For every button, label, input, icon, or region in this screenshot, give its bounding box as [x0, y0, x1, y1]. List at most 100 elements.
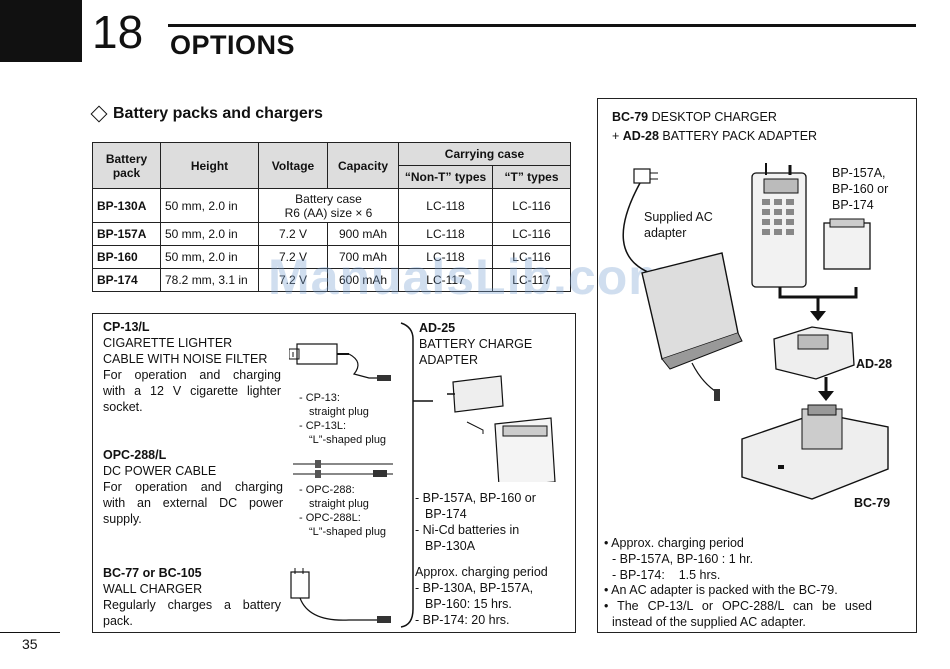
cell-battery-case-1: Battery case — [295, 191, 362, 206]
cp13-sub1: CIGARETTE LIGHTER — [103, 336, 233, 350]
chapter-title: OPTIONS — [170, 30, 296, 60]
ad28-heading-rest: BATTERY PACK ADAPTER — [658, 129, 818, 143]
th-pack: Battery pack — [92, 142, 161, 189]
cell-height: 50 mm, 2.0 in — [160, 245, 259, 269]
opc-note2: straight plug — [309, 498, 369, 510]
bullet-cp13-alt-2: instead of the supplied AC adapter. — [612, 615, 806, 629]
opc-desc2: with an external DC power — [103, 496, 283, 510]
bc77-desc2: pack. — [103, 614, 133, 628]
ad25-list3: - Ni-Cd batteries in — [415, 523, 520, 537]
opc-note1: - OPC-288: — [299, 484, 355, 496]
th-capacity: Capacity — [327, 142, 399, 189]
opc-desc3: supply. — [103, 512, 142, 526]
cell-height: 50 mm, 2.0 in — [160, 188, 259, 223]
bc77-title: BC-77 or BC-105 — [103, 566, 202, 580]
th-voltage: Voltage — [258, 142, 328, 189]
cell-t: LC-116 — [492, 245, 571, 269]
bullet-ac-adapter: • An AC adapter is packed with the BC-79… — [604, 583, 838, 597]
cell-t: LC-117 — [492, 268, 571, 292]
cell-capacity: 900 mAh — [327, 222, 399, 246]
supplied-adapter-label-2: adapter — [644, 226, 687, 240]
accessories-panel: CP-13/L CIGARETTE LIGHTER CABLE WITH NOI… — [92, 313, 576, 633]
cell-capacity: 600 mAh — [327, 268, 399, 292]
cp13-note4: “L”-shaped plug — [309, 434, 387, 446]
supplied-adapter-label-1: Supplied AC — [644, 210, 713, 224]
cell-capacity: 700 mAh — [327, 245, 399, 269]
cell-voltage: 7.2 V — [258, 268, 328, 292]
packs-label-2: BP-160 or — [832, 182, 889, 196]
diamond-icon — [90, 105, 108, 123]
cp13-note2: straight plug — [309, 406, 369, 418]
ad28-heading-model: AD-28 — [622, 129, 659, 143]
wall-charger-illustration — [290, 568, 391, 623]
bc77-sub: WALL CHARGER — [103, 582, 203, 596]
chapter-number: 18 — [92, 6, 144, 58]
th-height: Height — [160, 142, 259, 189]
ad25-sub2: ADAPTER — [419, 353, 479, 367]
table-row: BP-160 50 mm, 2.0 in 7.2 V 700 mAh LC-11… — [92, 245, 571, 269]
page-number-rule — [0, 632, 60, 633]
table-row: BP-130A 50 mm, 2.0 in Battery case R6 (A… — [92, 188, 571, 223]
ad25-adapter-illustration — [447, 375, 556, 482]
cell-battery-case: Battery case R6 (AA) size × 6 — [258, 188, 399, 223]
cp13-note1: - CP-13: — [299, 392, 340, 404]
ad25-period1: - BP-130A, BP-157A, — [415, 581, 534, 595]
desktop-charger-panel: BC-79 DESKTOP CHARGER + AD-28 BATTERY PA… — [597, 98, 917, 633]
packs-label-3: BP-174 — [832, 198, 874, 212]
ad28-illustration — [773, 287, 858, 380]
table-row: BP-174 78.2 mm, 3.1 in 7.2 V 600 mAh LC-… — [92, 268, 571, 292]
table-row: BP-157A 50 mm, 2.0 in 7.2 V 900 mAh LC-1… — [92, 222, 571, 246]
bracket-line — [400, 322, 433, 628]
cell-model: BP-160 — [92, 245, 161, 269]
bc79-heading: BC-79 DESKTOP CHARGER — [612, 109, 777, 125]
cp13-desc2: with a 12 V cigarette lighter — [103, 384, 281, 398]
section-title: Battery packs and chargers — [113, 105, 323, 122]
ad25-title: AD-25 — [419, 321, 456, 335]
cell-voltage: 7.2 V — [258, 245, 328, 269]
cell-t: LC-116 — [492, 222, 571, 246]
table-header-row: Battery pack Height Voltage Capacity Car… — [92, 142, 571, 189]
ac-adapter-illustration — [622, 168, 743, 401]
ad28-heading: + AD-28 BATTERY PACK ADAPTER — [612, 128, 817, 144]
opc-title: OPC-288/L — [103, 448, 167, 462]
th-t: “T” types — [492, 165, 571, 189]
bc77-desc1: Regularly charges a battery — [103, 598, 281, 612]
cp13-desc3: socket. — [103, 400, 143, 414]
cell-model: BP-174 — [92, 268, 161, 292]
bc79-illustration — [741, 377, 889, 500]
ad28-label: AD-28 — [856, 357, 893, 371]
page-number: 35 — [22, 636, 38, 652]
bullet-charging-1: - BP-157A, BP-160 : 1 hr. — [612, 552, 754, 566]
table-subheader-row: “Non-T” types “T” types — [93, 165, 571, 189]
cell-voltage: 7.2 V — [258, 222, 328, 246]
ad25-period: Approx. charging period — [415, 565, 548, 579]
cell-model: BP-130A — [92, 188, 161, 223]
cell-non-t: LC-118 — [398, 222, 493, 246]
ad25-list2: BP-174 — [425, 507, 467, 521]
cp13-note3: - CP-13L: — [299, 420, 347, 432]
bc79-heading-rest: DESKTOP CHARGER — [648, 110, 777, 124]
cp13-desc1: For operation and charging — [103, 368, 281, 382]
bc79-heading-model: BC-79 — [612, 110, 649, 124]
chapter-tab — [0, 0, 82, 62]
opc-note4: “L”-shaped plug — [309, 526, 387, 538]
ad25-list1: - BP-157A, BP-160 or — [415, 491, 536, 505]
th-non-t: “Non-T” types — [398, 165, 493, 189]
radio-and-packs-illustration — [751, 163, 871, 288]
ad25-period2: BP-160: 15 hrs. — [425, 597, 512, 611]
cell-non-t: LC-118 — [398, 188, 493, 223]
th-carrying: Carrying case — [398, 142, 571, 166]
cell-model: BP-157A — [92, 222, 161, 246]
ad25-sub1: BATTERY CHARGE — [419, 337, 533, 351]
cp13-sub2: CABLE WITH NOISE FILTER — [103, 352, 268, 366]
cell-non-t: LC-118 — [398, 245, 493, 269]
opc-sub: DC POWER CABLE — [103, 464, 217, 478]
opc-note3: - OPC-288L: — [299, 512, 361, 524]
bullet-charging-period: • Approx. charging period — [604, 536, 744, 550]
cell-height: 78.2 mm, 3.1 in — [160, 268, 259, 292]
ad28-heading-plus: + — [612, 129, 623, 143]
cell-battery-case-2: R6 (AA) size × 6 — [284, 205, 373, 220]
cell-height: 50 mm, 2.0 in — [160, 222, 259, 246]
cell-non-t: LC-117 — [398, 268, 493, 292]
packs-label-1: BP-157A, — [832, 166, 886, 180]
